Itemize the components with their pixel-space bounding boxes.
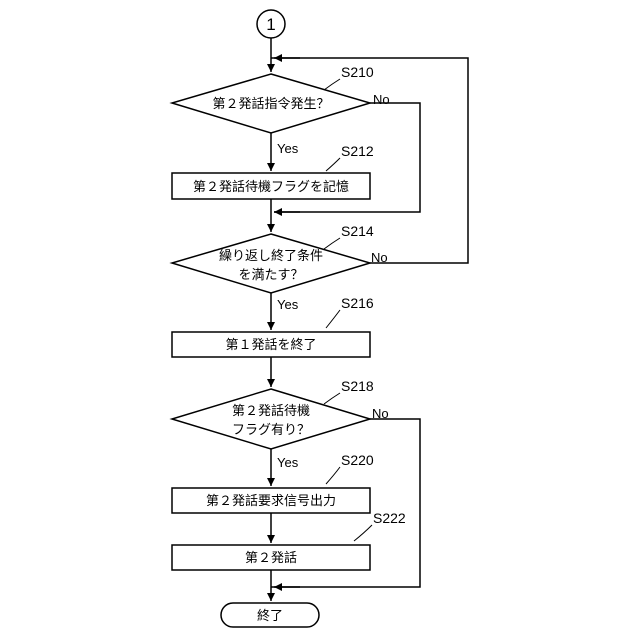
decision-s218-text-line1: 第２発話待機: [232, 403, 310, 419]
end-terminal: 終了: [221, 603, 319, 627]
decision-s218: 第２発話待機 フラグ有り？: [172, 389, 370, 449]
connector-label: 1: [266, 15, 275, 34]
start-connector: 1: [257, 10, 285, 38]
leader-s212: [326, 158, 340, 171]
label-s210-yes: Yes: [277, 141, 299, 156]
label-s210-no: No: [373, 92, 390, 107]
decision-s214: 繰り返し終了条件 を満たす？: [172, 234, 370, 293]
step-id-s216: S216: [341, 295, 374, 311]
process-s216-text: 第１発話を終了: [225, 337, 316, 353]
leader-s216: [326, 310, 340, 328]
step-id-s210: S210: [341, 64, 374, 80]
step-id-s218: S218: [341, 378, 374, 394]
label-s214-yes: Yes: [277, 297, 299, 312]
process-s220: 第２発話要求信号出力: [172, 488, 370, 513]
step-id-s212: S212: [341, 143, 374, 159]
leader-s220: [326, 467, 340, 484]
leader-s222: [354, 525, 372, 541]
step-id-s222: S222: [373, 510, 406, 526]
leader-s210: [324, 79, 340, 90]
decision-s214-text-line1: 繰り返し終了条件: [219, 248, 323, 264]
decision-s218-text-line2: フラグ有り？: [232, 423, 310, 438]
process-s222: 第２発話: [172, 545, 370, 570]
leader-s214: [324, 238, 340, 249]
process-s220-text: 第２発話要求信号出力: [206, 493, 336, 509]
label-s218-no: No: [372, 406, 389, 421]
decision-s214-text-line2: を満たす？: [238, 268, 303, 283]
decision-s210: 第２発話指令発生？: [172, 74, 370, 133]
process-s212: 第２発話待機フラグを記憶: [172, 173, 370, 199]
leader-s218: [324, 393, 340, 404]
label-s214-no: No: [371, 250, 388, 265]
process-s212-text: 第２発話待機フラグを記憶: [193, 179, 349, 195]
step-id-s220: S220: [341, 452, 374, 468]
process-s216: 第１発話を終了: [172, 332, 370, 357]
label-s218-yes: Yes: [277, 455, 299, 470]
decision-s210-text: 第２発話指令発生？: [212, 96, 329, 112]
process-s222-text: 第２発話: [245, 550, 297, 566]
end-terminal-text: 終了: [257, 608, 283, 624]
step-id-s214: S214: [341, 223, 374, 239]
